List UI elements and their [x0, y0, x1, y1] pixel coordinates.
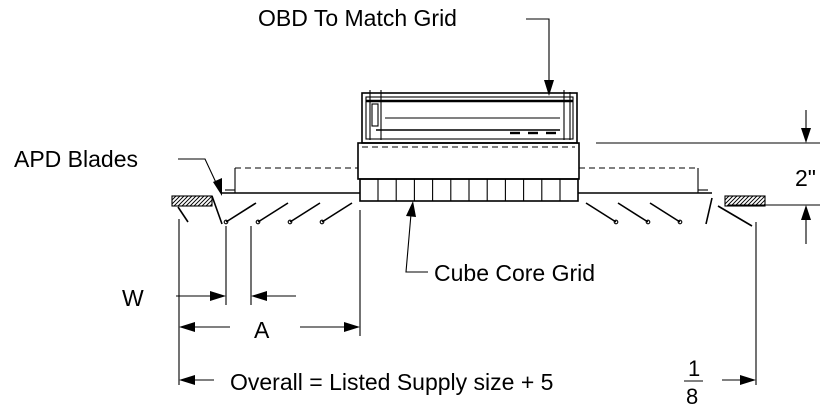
cube-core-grid [359, 178, 579, 202]
hatch-line [734, 195, 746, 207]
blade-left [257, 202, 289, 223]
blade-pivot [319, 219, 325, 225]
apd-blades [177, 195, 753, 227]
cube-core-label: Cube Core Grid [434, 260, 595, 286]
blade-pivot [613, 219, 619, 225]
hatch-line [171, 195, 181, 205]
blade-right [617, 202, 649, 223]
hatch-line [193, 195, 205, 207]
hatch-line [742, 195, 754, 207]
width-dimensions: W A Overall = Listed Supply size + 5 1 8 [122, 210, 757, 408]
hatch-line [189, 195, 201, 207]
hatch-line [724, 195, 730, 201]
blade-right [649, 202, 681, 223]
obd-damper [361, 90, 578, 144]
apd-label: APD Blades [14, 146, 138, 172]
blade-pivot [677, 219, 683, 225]
plenum-outline [222, 167, 712, 194]
hatch-line [171, 195, 177, 201]
hatch-line [177, 195, 189, 207]
hatch-line [205, 199, 213, 207]
blade-right [585, 202, 617, 223]
blade-left [225, 202, 257, 223]
blade-pivot [255, 219, 261, 225]
obd-callout: OBD To Match Grid [258, 5, 554, 96]
blade-left [321, 202, 353, 223]
overall-label: Overall = Listed Supply size + 5 [230, 369, 553, 395]
hatch-line [724, 195, 734, 205]
apd-callout: APD Blades [14, 146, 222, 196]
a-label: A [254, 317, 270, 343]
obd-label: OBD To Match Grid [258, 5, 457, 31]
hatch-line [730, 195, 742, 207]
fraction-denominator: 8 [686, 384, 698, 408]
blade-outer-right [717, 205, 753, 227]
hatch-line [173, 195, 185, 207]
hatch-line [185, 195, 197, 207]
blade-pivot [223, 219, 229, 225]
hatch-line [201, 195, 213, 207]
hatch-line [181, 195, 193, 207]
hatch-line [209, 203, 213, 207]
blade-left [289, 202, 321, 223]
blade-pivot [645, 219, 651, 225]
blade-outer-left [177, 206, 189, 223]
hatch-line [754, 195, 766, 207]
blade-edge-right [705, 197, 713, 225]
neck-height-label: 2" [795, 165, 816, 191]
ceiling-tile-left [171, 195, 213, 207]
hatch-line [726, 195, 738, 207]
hatch-line [746, 195, 758, 207]
hatch-line [197, 195, 209, 207]
ceiling-tile-right [724, 195, 766, 207]
blade-pivot [287, 219, 293, 225]
blade-edge-left [211, 195, 223, 225]
hatch-line [750, 195, 762, 207]
fraction-numerator: 1 [688, 356, 700, 381]
neck-collar [357, 142, 580, 180]
cube-core-callout: Cube Core Grid [405, 201, 595, 286]
w-label: W [122, 285, 144, 311]
neck-height-dimension: 2" [596, 110, 820, 244]
hatch-line [738, 195, 750, 207]
